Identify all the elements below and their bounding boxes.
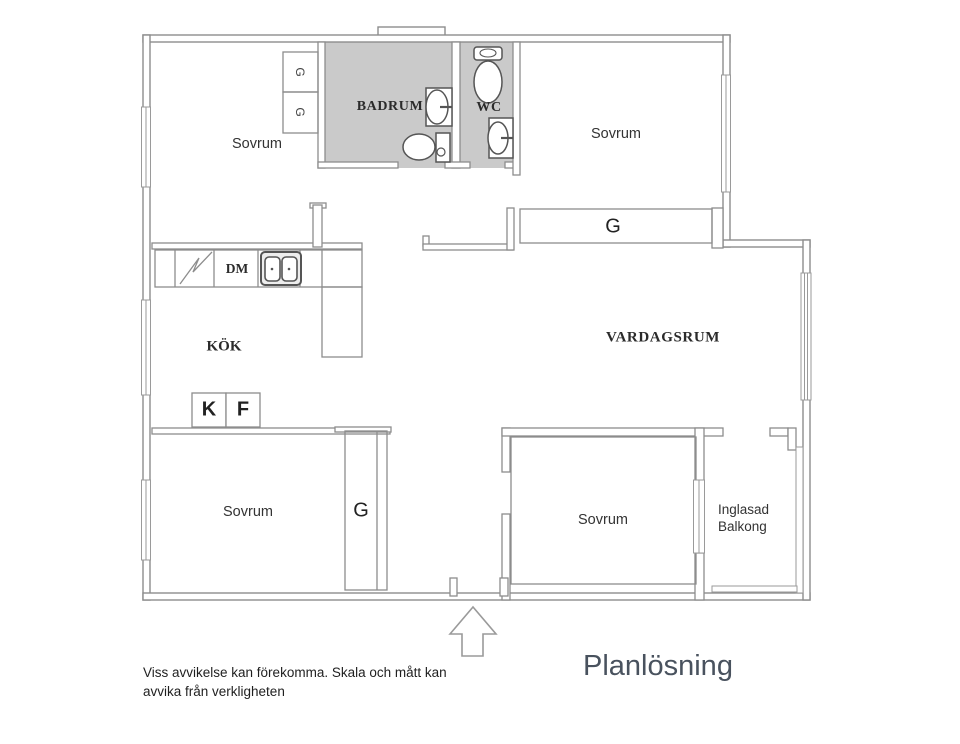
balcony-label-line1: Inglasad [718,502,770,517]
disclaimer-line2: avvika från verkligheten [143,684,285,699]
freezer-box [225,392,261,428]
fridge-label: K [201,398,217,421]
balcony-label-line2: Balkong [718,519,767,534]
disclaimer-line1: Viss avvikelse kan förekomma. Skala och … [143,665,447,680]
balcony-glazing [711,446,804,594]
wardrobe-box-middle [344,430,388,591]
room-label-bathroom: BADRUM [356,99,424,114]
window [721,74,731,193]
window [141,299,151,396]
windows [141,74,812,594]
room-label-bedroom-top-right: Sovrum [591,126,641,142]
fridge-freezer-boxes [191,392,261,428]
kitchen-counter [154,249,363,358]
window [693,479,705,554]
dishwasher-label: DM [225,261,249,276]
wardrobe-label-1: G [293,67,307,77]
toilet-icon [402,133,436,161]
page-title: Planlösning [583,650,733,682]
wardrobe-box-top-right [519,208,713,244]
room-label-bedroom-top-left: Sovrum [232,136,282,152]
room-label-bedroom-bottom-left: Sovrum [223,504,273,520]
stove-icon [179,251,213,285]
inner-walls [151,41,797,601]
wardrobe-box-2 [282,91,319,134]
wardrobe-label-2: G [293,107,307,117]
wc-toilet-tank [473,46,503,61]
freezer-label: F [236,398,250,421]
window [141,479,151,561]
kitchen-sink-icon [260,251,302,286]
room-label-bedroom-bottom-right: Sovrum [578,512,628,528]
wardrobe-label-top-right: G [605,215,621,238]
bathroom-fixtures [402,87,453,163]
room-label-wc: WC [476,100,502,115]
disclaimer-text: Viss avvikelse kan förekomma. Skala och … [143,663,447,701]
window [800,272,812,401]
room-label-balcony: Inglasad Balkong [718,501,769,535]
wc-fixtures [473,46,514,159]
window [141,106,151,188]
entrance-arrow-icon [448,605,498,657]
wardrobe-label-middle: G [353,499,369,522]
wc-toilet-icon [473,60,503,104]
room-label-kitchen: KÖK [206,338,242,355]
bedroom-inner-wall-line [510,436,697,585]
room-label-living-room: VARDAGSRUM [605,329,721,346]
toilet-tank [435,132,451,163]
